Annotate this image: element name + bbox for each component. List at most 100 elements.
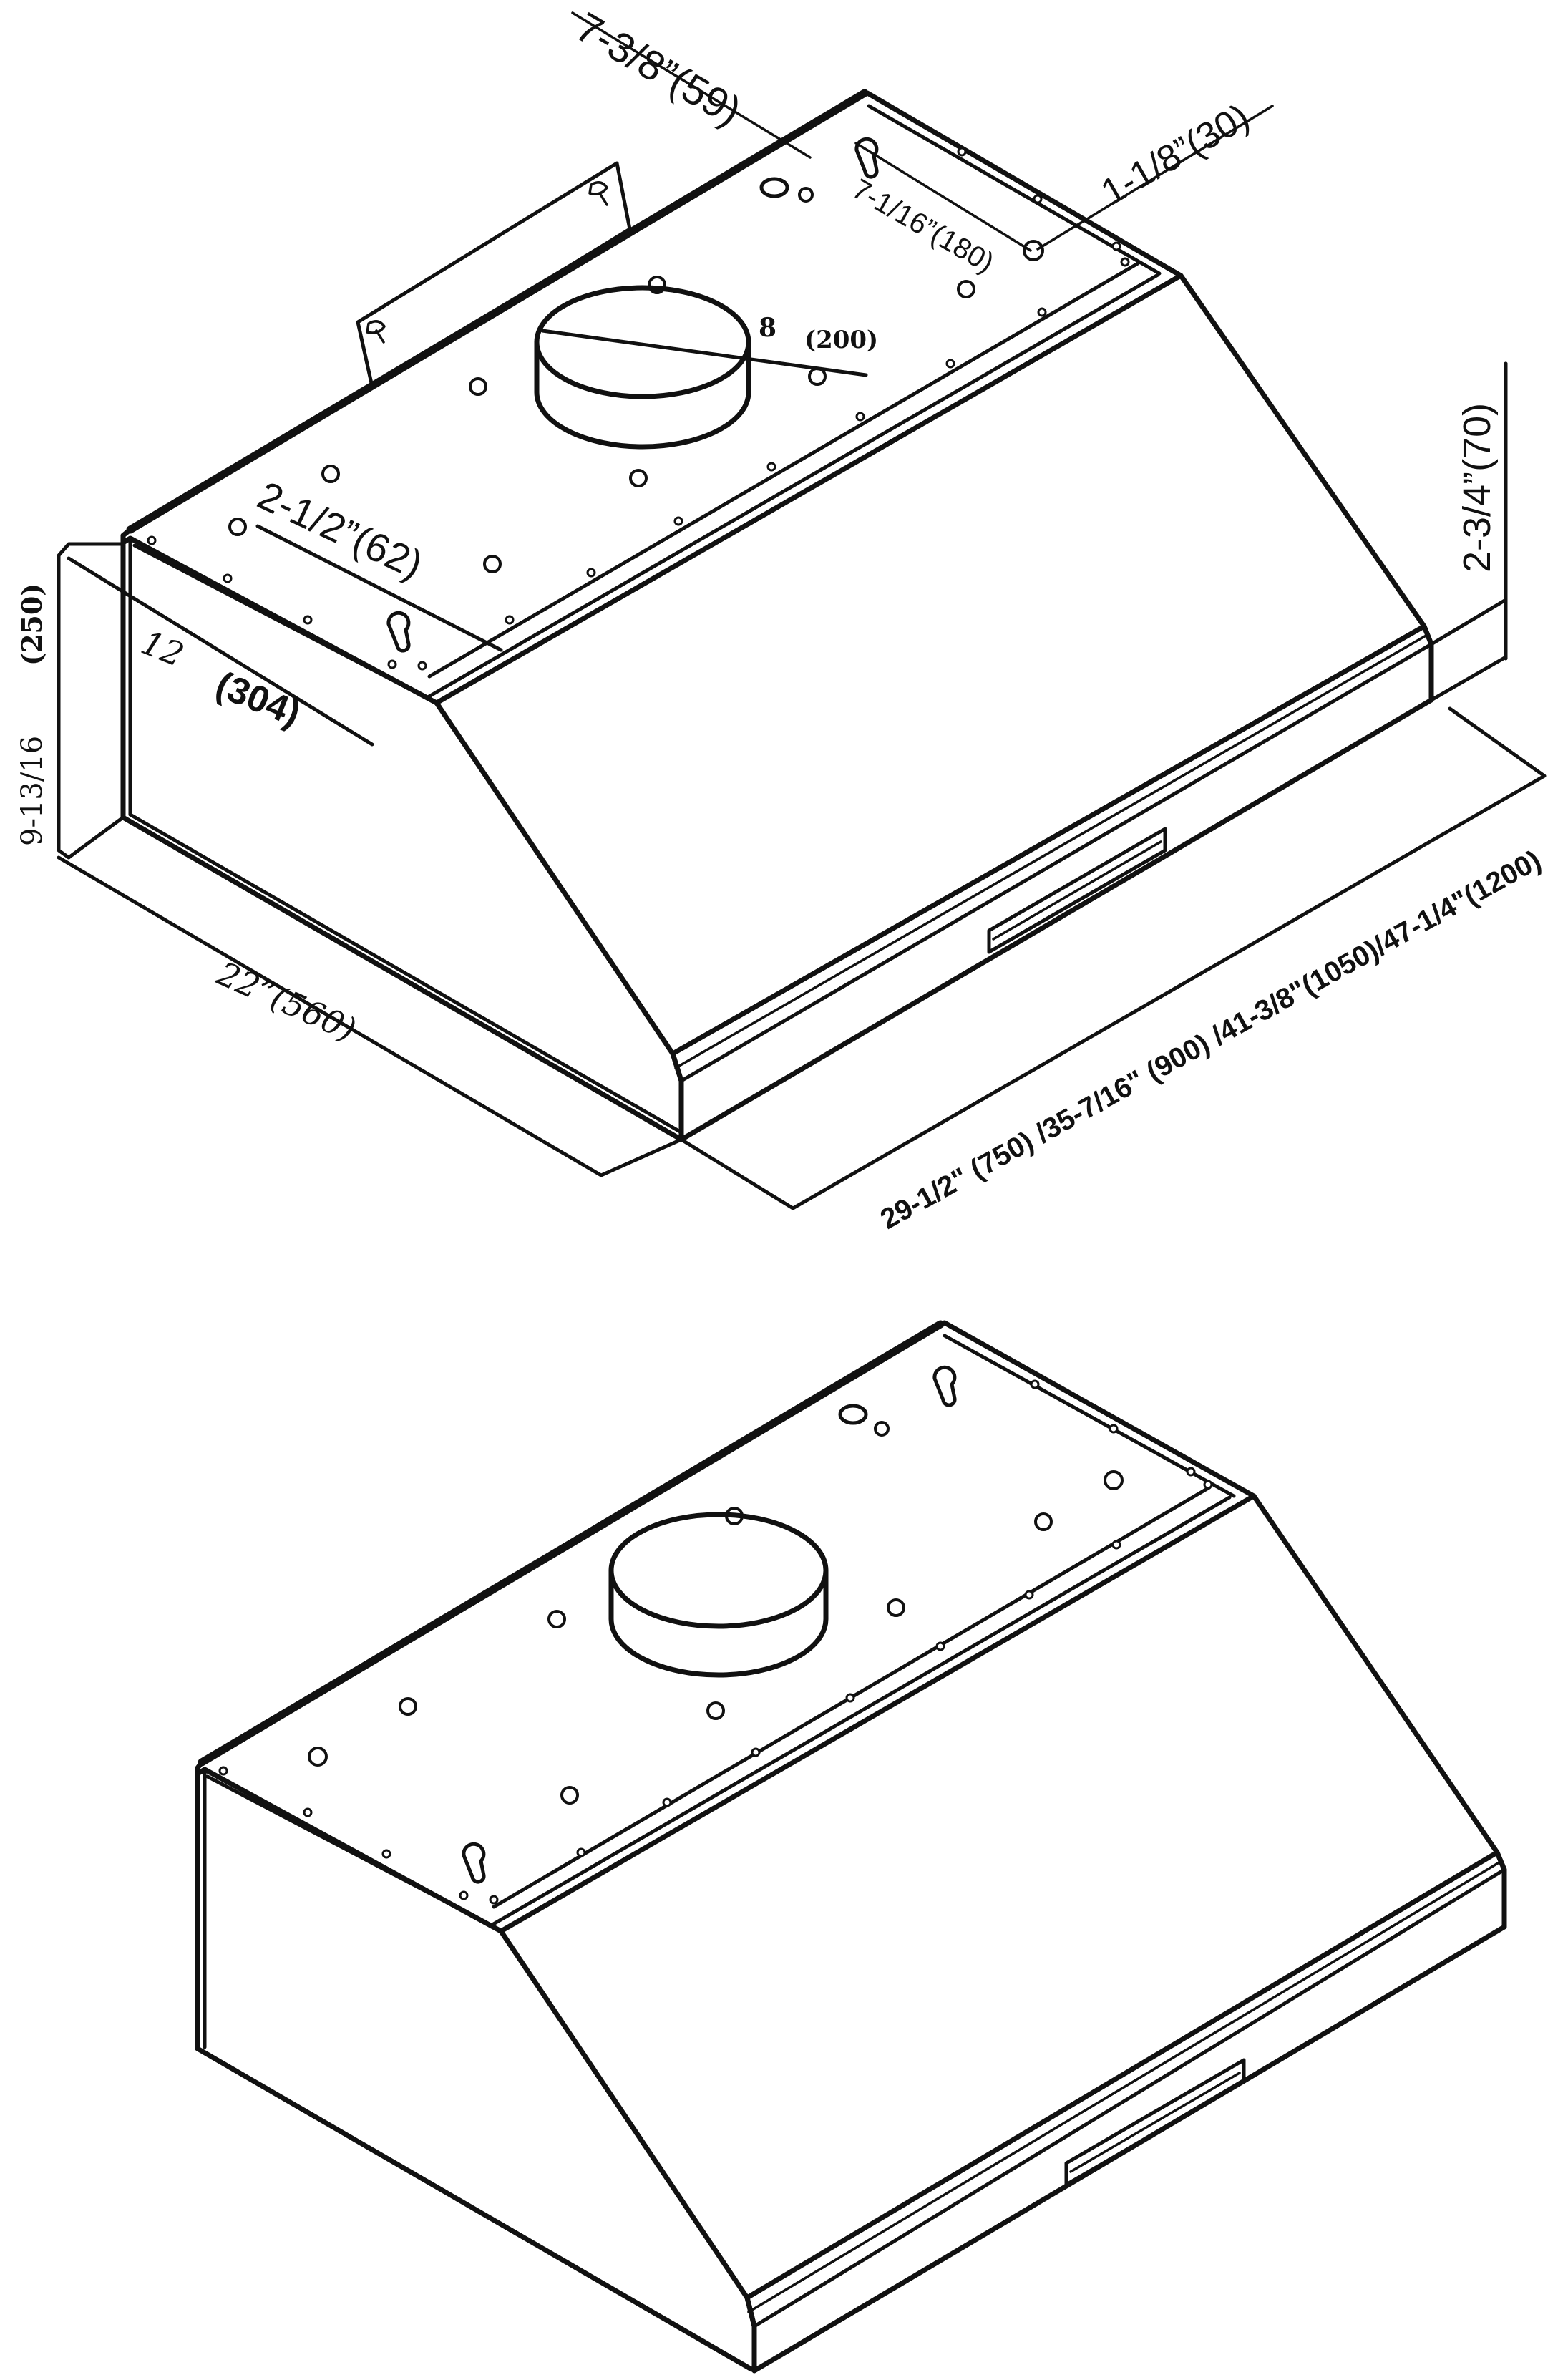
front-lip-lower-line [674, 633, 1430, 1069]
mounting-hole [957, 280, 975, 298]
dim-line-duct-offset [854, 142, 1032, 252]
sloped-face-left-edge [434, 700, 684, 1084]
front-lip-upper-line [679, 642, 1433, 1083]
hood2-rivets [218, 1379, 1213, 1905]
mounting-hole [629, 469, 648, 487]
duct-collar-side [608, 1568, 829, 1678]
rivet [381, 1849, 391, 1859]
side-mounting-hole [1023, 240, 1044, 261]
top-panel-outline [120, 90, 1184, 706]
hood2-inner-back-rail [943, 1334, 1236, 1498]
dim-line-side-hole [1036, 105, 1274, 251]
rivet [855, 412, 865, 422]
mounting-hole [321, 465, 340, 483]
mounting-hole [560, 1786, 579, 1805]
duct-collar [534, 285, 751, 450]
light-panel [987, 827, 1167, 954]
duct-collar-top [608, 1512, 829, 1629]
rivet [957, 147, 967, 157]
hood2-duct-collar [608, 1512, 829, 1678]
front-lip [670, 623, 1434, 1142]
label-side-hole-offset: 1-1/8”(30) [1094, 96, 1257, 213]
plain-hood-diagram [195, 1320, 1507, 2374]
rivet [1024, 1590, 1034, 1600]
rivet [1203, 1480, 1213, 1490]
rivet [303, 1807, 313, 1817]
rivet [845, 1693, 855, 1703]
rivet [945, 359, 955, 369]
top-panel-back-edge [126, 89, 869, 534]
mounting-hole [483, 555, 502, 573]
rivet [1120, 257, 1130, 267]
hood2-top-back-edge [198, 1320, 945, 1767]
label-depth: 22”(560) [211, 953, 362, 1049]
mounting-hole [706, 1701, 725, 1720]
rivet [303, 615, 313, 625]
top-panel-inner-front-rail [132, 273, 1160, 700]
rivet [1033, 194, 1043, 204]
rivet [673, 516, 683, 526]
flange-keyhole-right [588, 181, 608, 206]
rivet [147, 535, 157, 545]
label-widths: 29-1/2" (750) /35-7/16" (900) /41-3/8"(1… [875, 845, 1547, 1235]
dim-line-top-depth [67, 556, 374, 747]
rivet [459, 1890, 469, 1900]
duct-collar-top [534, 285, 751, 399]
light-panel-edge [992, 840, 1162, 941]
wire-hole-small [874, 1421, 890, 1437]
top-panel-front-rail-lower [427, 261, 1140, 679]
rivet [505, 615, 515, 625]
rivet [218, 1766, 228, 1776]
rivet [1111, 241, 1121, 251]
rivet [751, 1747, 761, 1757]
wire-hole-small [798, 187, 814, 203]
rivet [766, 462, 776, 472]
top-panel-inner-back-rail [867, 104, 1162, 276]
hood2-top-outline [195, 1320, 1257, 1934]
hood2-front-lip-upper [752, 1868, 1506, 2328]
flange-keyhole-left [366, 320, 386, 344]
mounting-hole [547, 1610, 566, 1628]
hood2-front-lip-lower [747, 1860, 1503, 2313]
duct-collar-side [534, 339, 751, 450]
label-duct-diameter-in: 8 [759, 313, 776, 343]
hood2-sloped-right-edge [1251, 1493, 1507, 1873]
dim-line-flange-offset [571, 11, 812, 159]
label-flange-offset: 7-3/8”(59) [568, 4, 749, 135]
rivet [387, 659, 397, 669]
back-mounting-flange [356, 161, 632, 389]
keyhole-slot-back [932, 1365, 957, 1407]
rivet [1111, 1540, 1121, 1550]
mounting-hole [887, 1598, 905, 1617]
label-duct-offset: 7-1/16”(180) [847, 173, 1000, 279]
keyhole-slot-back [854, 137, 879, 179]
wire-hole [759, 177, 789, 198]
dim-line-width [679, 706, 1547, 1210]
left-end-bottom-edge [128, 812, 683, 1135]
dimension-labels: 7-3/8”(59) 1-1/8”(30) 7-1/16”(180) 8 (20… [16, 4, 1547, 1235]
hood2-holes [308, 1365, 1124, 1884]
rivet [935, 1641, 945, 1651]
mounting-hole [399, 1697, 417, 1716]
dim-line-front-lip-bottom [1429, 655, 1508, 702]
mounting-hole [308, 1747, 328, 1767]
dimension-lines [57, 11, 1547, 1210]
left-end-panel [120, 540, 684, 1142]
dim-line-height [57, 542, 125, 860]
hood2-left-end-panel [195, 1771, 754, 2372]
label-height-mm: (250) [16, 583, 48, 666]
wire-hole [838, 1404, 868, 1425]
rivet [576, 1847, 586, 1857]
rivet [1186, 1467, 1196, 1477]
hood2-inner-front-rail [205, 1495, 1232, 1928]
mounting-hole [469, 377, 487, 396]
hood2-front-lip [744, 1850, 1507, 2374]
dim-line-depth [57, 855, 683, 1177]
dim-line-duct-diameter [540, 329, 868, 377]
label-height-in: 9-13/16 [16, 736, 49, 846]
rivet [417, 661, 427, 671]
rivet [662, 1797, 672, 1807]
rivet [1037, 307, 1047, 317]
dimensioned-hood-diagram: 7-3/8”(59) 1-1/8”(30) 7-1/16”(180) 8 (20… [16, 4, 1547, 1235]
